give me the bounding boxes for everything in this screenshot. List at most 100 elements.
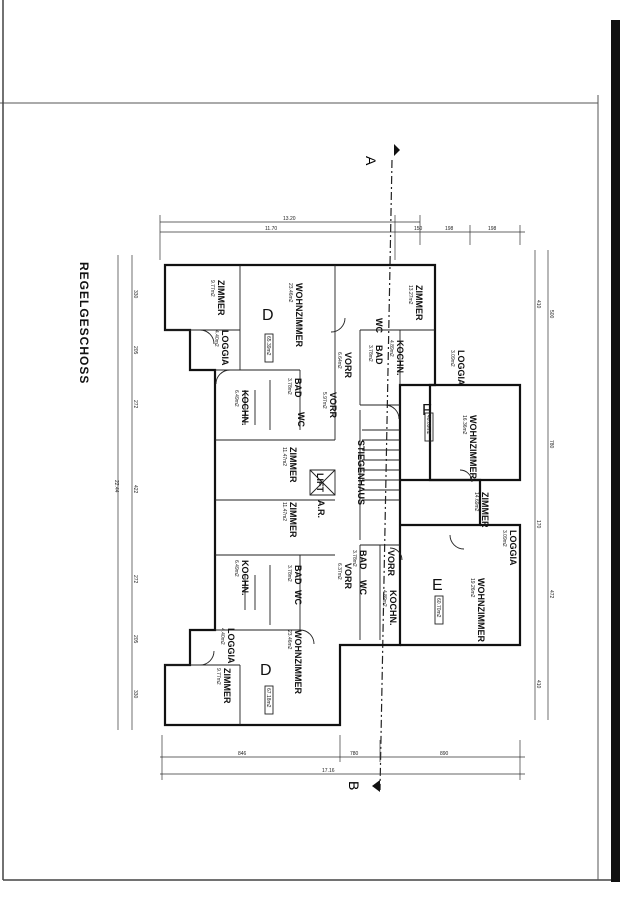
dim-left: 422 bbox=[132, 485, 138, 494]
room-name: WOHNZIMMER bbox=[294, 283, 304, 347]
room-name: LOGGIA bbox=[226, 628, 236, 664]
room-name: BAD bbox=[374, 345, 384, 365]
room-area: 6.37m2 bbox=[336, 563, 342, 580]
room-area: 23.46m2 bbox=[286, 630, 292, 650]
room-name: LOGGIA bbox=[220, 330, 230, 366]
dim-left: 205 bbox=[132, 346, 138, 355]
unit-letter: D bbox=[260, 662, 272, 679]
room-name: WOHNZIMMER bbox=[476, 578, 486, 642]
walls bbox=[163, 263, 522, 727]
section-a-arrow-icon bbox=[394, 144, 400, 156]
room-name: WC bbox=[374, 318, 384, 333]
plan-title: REGELGESCHOSS bbox=[77, 262, 91, 384]
room-name: A.R. bbox=[316, 500, 326, 518]
room-name: ZIMMER bbox=[288, 502, 298, 538]
section-line bbox=[379, 159, 393, 791]
room-name: WC bbox=[296, 412, 306, 427]
room-name: ZIMMER bbox=[414, 285, 424, 321]
dimension-lines-right: 410 500 780 170 472 410 bbox=[534, 250, 554, 720]
dim-top: 11.70 bbox=[265, 226, 277, 232]
dim-bottom: 846 bbox=[238, 751, 247, 757]
dim-width-top: 13.20 bbox=[283, 216, 296, 222]
dim-right: 170 bbox=[535, 520, 541, 529]
dim-bottom: 890 bbox=[440, 751, 449, 757]
room-area: 11.47m2 bbox=[281, 447, 287, 466]
section-marker-b: B bbox=[346, 781, 362, 790]
room-name: BAD bbox=[358, 550, 368, 570]
unit-area: 60.70m2 bbox=[435, 598, 441, 618]
section-marker-a: A bbox=[363, 156, 379, 166]
dimension-lines-top: 13.20 11.70 150 198 198 bbox=[159, 215, 525, 260]
room-name: WOHNZIMMER bbox=[468, 415, 478, 479]
room-area: 4.40m2 bbox=[213, 330, 219, 347]
unit-letter: D bbox=[262, 307, 274, 324]
room-name: STIEGENHAUS bbox=[356, 440, 366, 505]
room-name: LIFT bbox=[315, 473, 325, 492]
dimension-lines-bottom: 846 780 890 17.16 bbox=[160, 735, 525, 780]
unit-letter: E bbox=[432, 577, 443, 594]
dim-height: 22.44 bbox=[113, 480, 119, 493]
room-name: ZIMMER bbox=[216, 280, 226, 316]
unit-area: 65.39m2 bbox=[265, 336, 271, 356]
room-area: 4.40m2 bbox=[219, 628, 225, 645]
room-name: BAD bbox=[293, 378, 303, 398]
dim-bottom: 780 bbox=[350, 751, 359, 757]
dim-right: 410 bbox=[535, 300, 541, 309]
room-area: 3.78m2 bbox=[286, 565, 292, 582]
dim-top: 198 bbox=[445, 226, 454, 232]
door-swings bbox=[199, 317, 473, 666]
room-name: KOCHN. bbox=[240, 390, 250, 426]
room-area: 6.49m2 bbox=[233, 390, 239, 407]
room-area: 5.97m2 bbox=[321, 392, 327, 409]
room-area: 3.78m2 bbox=[286, 378, 292, 395]
room-name: LOGGIA bbox=[508, 530, 518, 566]
room-area: 3.78m2 bbox=[367, 345, 373, 362]
room-area: 23.46m2 bbox=[287, 283, 293, 303]
room-area: 11.47m2 bbox=[281, 502, 287, 521]
room-name: VORR bbox=[343, 563, 353, 590]
dim-right: 410 bbox=[535, 680, 541, 689]
room-name: VORR bbox=[386, 550, 396, 577]
room-name: VORR bbox=[328, 392, 338, 419]
room-area: 13.27m2 bbox=[407, 285, 413, 305]
room-name: ZIMMER bbox=[222, 668, 232, 704]
room-area: 9.77m2 bbox=[209, 280, 215, 297]
room-name: LOGGIA bbox=[456, 350, 466, 386]
dim-left: 330 bbox=[132, 290, 138, 299]
room-name: BAD bbox=[293, 565, 303, 585]
room-name: KOCHN. bbox=[388, 590, 398, 626]
dim-left: 205 bbox=[132, 635, 138, 644]
dim-right: 780 bbox=[548, 440, 554, 449]
dim-left: 272 bbox=[132, 400, 138, 409]
room-name: WC bbox=[293, 590, 303, 605]
room-area: 9.77m2 bbox=[215, 668, 221, 685]
dim-width-bottom: 17.16 bbox=[322, 768, 335, 774]
dim-right: 472 bbox=[548, 590, 554, 599]
dim-right: 500 bbox=[548, 310, 554, 319]
dim-left: 330 bbox=[132, 690, 138, 699]
unit-labels: D 65.39m2 F 48.09m2 E 60.70m2 D 67.18m2 bbox=[260, 307, 444, 715]
unit-letter: F bbox=[422, 402, 432, 419]
scan-edge-shadow bbox=[611, 20, 620, 882]
unit-area: 67.18m2 bbox=[265, 688, 271, 708]
room-name: ZIMMER bbox=[288, 447, 298, 483]
room-name: WOHNZIMMER bbox=[293, 630, 303, 694]
section-b-arrow-icon bbox=[372, 780, 380, 792]
room-area: 3.78m2 bbox=[351, 550, 357, 567]
room-area: 6.64m2 bbox=[336, 352, 342, 369]
dim-top: 198 bbox=[488, 226, 497, 232]
room-area: 19.26m2 bbox=[469, 578, 475, 598]
dim-top: 150 bbox=[414, 226, 423, 232]
room-area: 3.09m2 bbox=[501, 530, 507, 547]
dimension-lines-left: 22.44 330 205 272 422 272 205 330 bbox=[113, 255, 138, 730]
dim-left: 272 bbox=[132, 575, 138, 584]
room-name: KOCHN. bbox=[240, 560, 250, 596]
room-name: ZIMMER bbox=[480, 492, 490, 528]
room-area: 4.89m2 bbox=[388, 340, 394, 357]
room-area: 3.09m2 bbox=[449, 350, 455, 367]
room-area: 4.89m2 bbox=[381, 590, 387, 607]
room-name: WC bbox=[358, 580, 368, 595]
room-name: KOCHN. bbox=[395, 340, 405, 376]
